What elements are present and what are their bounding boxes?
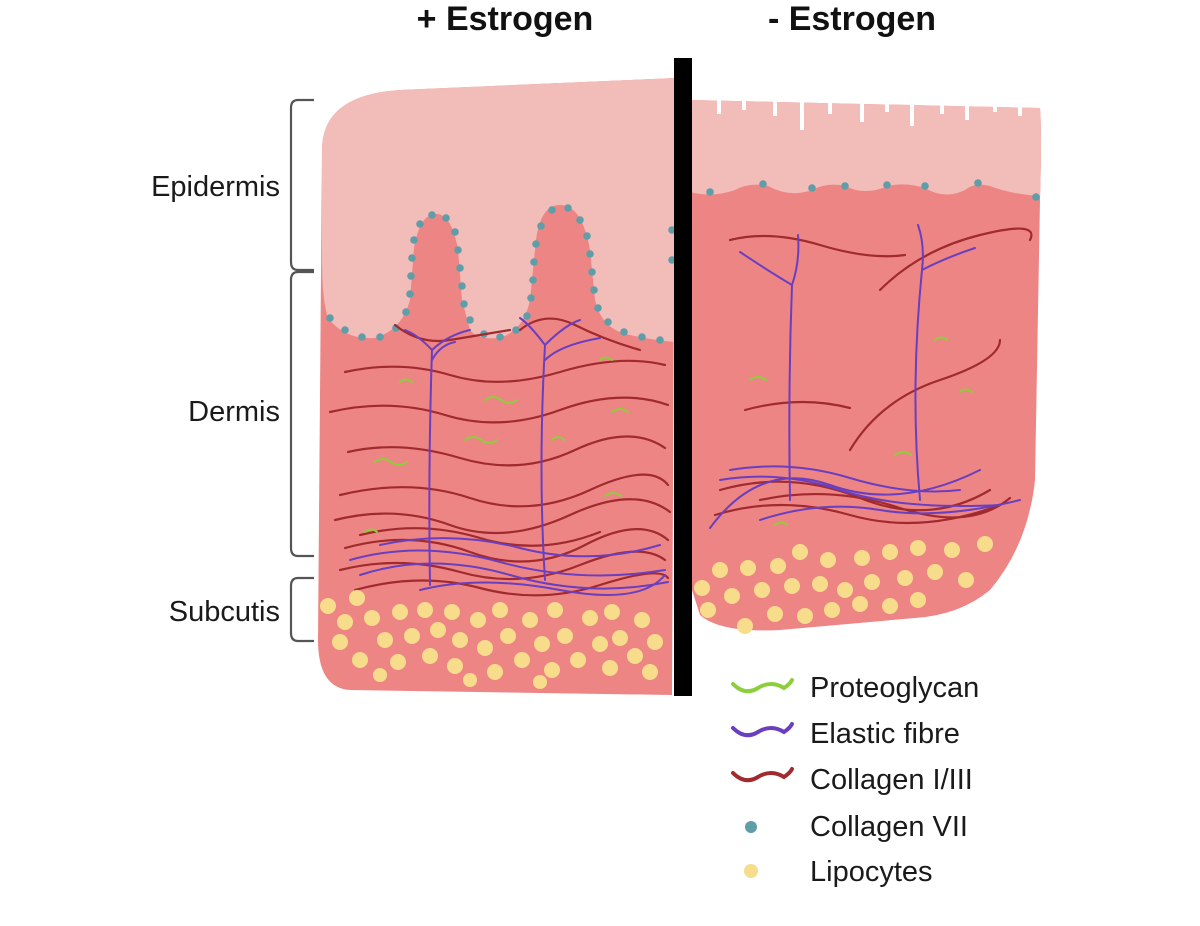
left-collagen-vii-dots xyxy=(326,204,676,344)
right-epidermis xyxy=(690,100,1041,196)
panel-divider xyxy=(674,58,692,696)
title-plus-estrogen: + Estrogen xyxy=(417,0,594,38)
label-subcutis: Subcutis xyxy=(169,596,280,628)
legend-label-collagen-i-iii: Collagen I/III xyxy=(810,764,973,796)
layer-brackets xyxy=(289,98,314,643)
right-epidermis-notches xyxy=(717,100,1022,130)
right-skin-panel xyxy=(690,100,1041,634)
legend-label-lipocytes: Lipocytes xyxy=(810,856,933,888)
right-collagen-fibres xyxy=(713,227,1033,525)
left-epidermis xyxy=(322,78,675,342)
left-skin-panel xyxy=(318,78,676,695)
collagen-i-iii-legend-icon xyxy=(731,767,794,783)
collagen-vii-legend-icon xyxy=(745,821,757,833)
epidermis-bracket xyxy=(289,98,314,272)
left-elastic-fibres xyxy=(349,317,669,596)
label-epidermis: Epidermis xyxy=(151,171,280,203)
title-minus-estrogen: - Estrogen xyxy=(768,0,936,38)
left-proteoglycans xyxy=(364,356,629,533)
subcutis-bracket xyxy=(289,576,314,643)
label-dermis: Dermis xyxy=(188,396,280,428)
legend-label-proteoglycan: Proteoglycan xyxy=(810,672,979,704)
left-lipocytes xyxy=(320,590,663,689)
proteoglycan-legend-icon xyxy=(731,678,794,694)
right-collagen-vii-dots xyxy=(706,179,1040,201)
legend: Proteoglycan Elastic fibre Collagen I/II… xyxy=(731,672,979,888)
legend-label-elastic-fibre: Elastic fibre xyxy=(810,718,960,750)
legend-label-collagen-vii: Collagen VII xyxy=(810,811,968,843)
right-proteoglycans xyxy=(749,336,973,526)
right-elastic-fibres xyxy=(709,224,1021,529)
dermis-bracket xyxy=(289,270,314,558)
lipocytes-legend-icon xyxy=(744,864,758,878)
right-lipocytes xyxy=(694,536,993,634)
elastic-fibre-legend-icon xyxy=(731,722,794,738)
